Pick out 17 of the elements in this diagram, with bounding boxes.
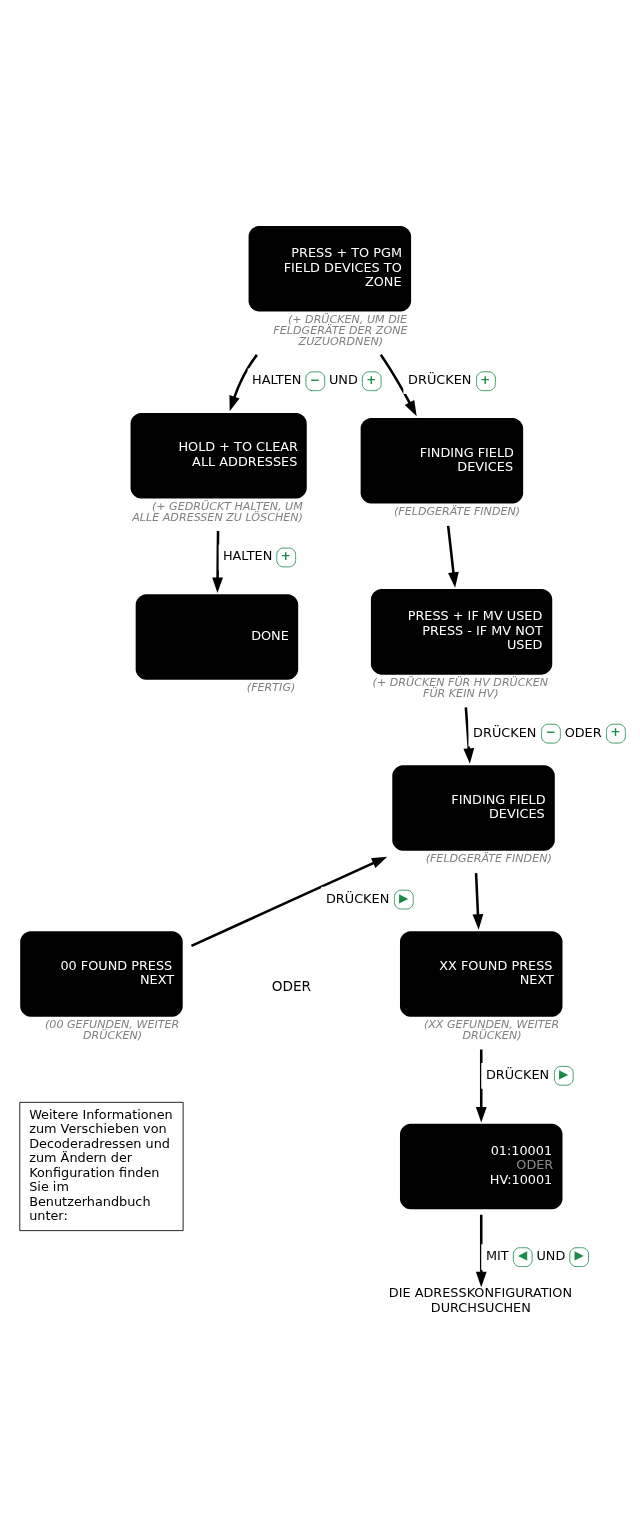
node-label: (00 GEFUNDEN, WEITER DRÜCKEN): [45, 1017, 180, 1042]
node-label: (+ GEDRÜCKT HALTEN, UM ALLE ADRESSEN ZU LÖSCHEN): [132, 499, 303, 524]
node-label: (FERTIG): [246, 680, 296, 694]
node-label: (FELDGERÄTE FINDEN): [425, 851, 552, 865]
edge-label: HALTEN +: [222, 547, 291, 563]
node-label: (XX GEFUNDEN, WEITER DRÜCKEN): [423, 1017, 560, 1042]
label: ODER: [271, 977, 312, 994]
edge-label: DRÜCKEN +: [408, 371, 491, 387]
node-text: DIE ADRESSKONFIGURATION DURCHSUCHEN: [388, 1284, 573, 1315]
edge-label: DRÜCKEN − ODER +: [473, 724, 621, 740]
node-label: (+ DRÜCKEN, UM DIE FELDGERÄTE DER ZONE ZUZUORDNEN): [273, 312, 408, 348]
edge-label: DRÜCKEN ▶: [325, 890, 409, 906]
edge-label: DRÜCKEN ▶: [485, 1066, 569, 1082]
edge-label: MIT ◀ UND ▶: [485, 1247, 584, 1263]
node-label: (+ DRÜCKEN FÜR HV DRÜCKEN FÜR KEIN HV): [372, 675, 549, 700]
edge-label: HALTEN − UND +: [252, 371, 377, 387]
node-label: (FELDGERÄTE FINDEN): [393, 504, 521, 518]
